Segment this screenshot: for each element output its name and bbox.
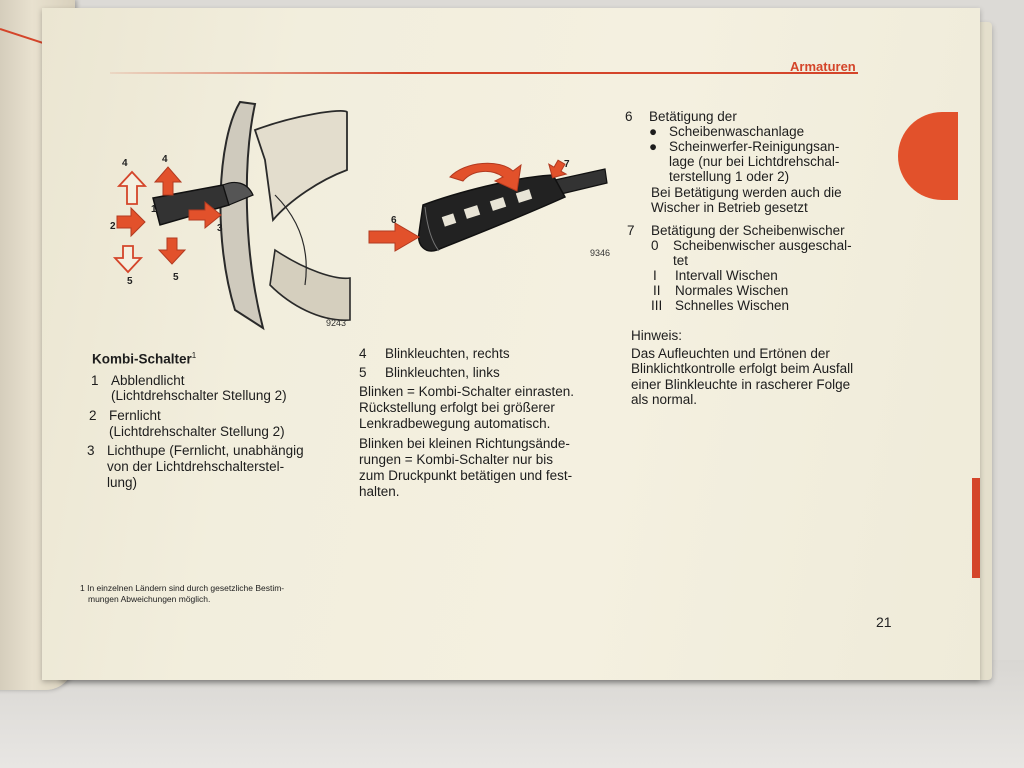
- col1-item-2-line1: Fernlicht: [109, 408, 161, 423]
- col2-para2-line3: zum Druckpunkt betätigen und fest-: [359, 468, 573, 483]
- col3-option-2-line1: Normales Wischen: [675, 283, 789, 298]
- col1-item-1-line1: Abblendlicht: [111, 373, 185, 388]
- col3-note-line2: Wischer in Betrieb gesetzt: [651, 200, 808, 215]
- hint-line3: einer Blinkleuchte in rascherer Folge: [631, 377, 851, 392]
- fig1-label-4b: 4: [162, 154, 168, 165]
- footnote-line2: mungen Abweichungen möglich.: [88, 594, 211, 604]
- col1-item-3-num: 3: [87, 443, 95, 458]
- figure-switch-lever: 6 7: [368, 159, 608, 252]
- fig2-label-6: 6: [391, 215, 397, 226]
- arrow-left-solid: [116, 206, 146, 238]
- col3-note-line1: Bei Betätigung werden auch die: [651, 185, 842, 200]
- col1-item-2-num: 2: [89, 408, 97, 423]
- col2-para2-line1: Blinken bei kleinen Richtungsände-: [359, 436, 570, 451]
- col3-item-6-title: Betätigung der: [649, 109, 737, 124]
- rotate-arrow: [449, 162, 522, 192]
- col3-option-1-code: I: [653, 268, 657, 283]
- hint-line4: als normal.: [631, 392, 698, 407]
- lever-body: [417, 174, 567, 252]
- hint-line1: Das Aufleuchten und Ertönen der: [631, 346, 830, 361]
- page-edge-marker: [972, 478, 980, 578]
- col1-item-1-num: 1: [91, 373, 99, 388]
- col1-item-3-line2: von der Lichtdrehschalterstel-: [107, 459, 285, 474]
- header-rule: [110, 72, 858, 74]
- bullet-icon: ●: [649, 124, 658, 139]
- col3-item-7-title: Betätigung der Scheibenwischer: [651, 223, 845, 238]
- col3-bullet-2-line2: lage (nur bei Lichtdrehschal-: [669, 154, 840, 169]
- col2-para1-line2: Rückstellung erfolgt bei größerer: [359, 400, 555, 415]
- fig1-label-4a: 4: [122, 158, 128, 169]
- col3-option-3-code: III: [651, 298, 663, 313]
- arrow-up-outline: [116, 170, 148, 205]
- col3-option-3-line1: Schnelles Wischen: [675, 298, 790, 313]
- col2-item-4-num: 4: [359, 346, 367, 361]
- col2-para1-line1: Blinken = Kombi-Schalter einrasten.: [359, 384, 574, 399]
- col2-item-4-text: Blinkleuchten, rechts: [385, 346, 510, 361]
- down-arrow-7: [548, 159, 568, 179]
- col3-bullet-2-line1: Scheinwerfer-Reinigungsan-: [669, 139, 840, 154]
- col2-item-5-text: Blinkleuchten, links: [385, 365, 500, 380]
- fig1-label-5a: 5: [127, 276, 133, 287]
- arrow-right-solid: [188, 200, 222, 230]
- hint-title: Hinweis:: [631, 328, 683, 343]
- arrow-up-solid: [153, 166, 183, 196]
- figure-number-2: 9346: [590, 248, 611, 258]
- col3-option-0-line2: tet: [673, 253, 689, 268]
- col3-bullet-1: Scheibenwaschanlage: [669, 124, 805, 139]
- col1-item-3-line1: Lichthupe (Fernlicht, unabhängig: [107, 443, 304, 458]
- hint-line2: Blinklichtkontrolle erfolgt beim Ausfall: [631, 361, 854, 376]
- col2-para2-line4: halten.: [359, 484, 400, 499]
- col2-item-5-num: 5: [359, 365, 367, 380]
- col3-option-0-line1: Scheibenwischer ausgeschal-: [673, 238, 852, 253]
- col3-bullet-2-line3: terstellung 1 oder 2): [669, 169, 790, 184]
- push-arrow: [368, 222, 420, 252]
- steering-wheel-spoke: [253, 109, 348, 223]
- col3-option-2-code: II: [653, 283, 661, 298]
- col3-item-7-num: 7: [627, 223, 635, 238]
- steering-wheel-hub: [269, 248, 351, 321]
- col3-option-0-code: 0: [651, 238, 659, 253]
- arrow-down-outline: [112, 245, 144, 274]
- col2-para1-line3: Lenkradbewegung automatisch.: [359, 416, 551, 431]
- fig1-label-5b: 5: [173, 272, 179, 283]
- bullet-icon: ●: [649, 139, 658, 154]
- steering-wheel-rim: [219, 100, 265, 331]
- col1-item-3-line3: lung): [107, 475, 138, 490]
- col1-item-1-line2: (Lichtdrehschalter Stellung 2): [111, 388, 287, 403]
- col3-option-1-line1: Intervall Wischen: [675, 268, 778, 283]
- section-title: Armaturen: [790, 59, 856, 74]
- fig1-label-1: 1: [151, 204, 157, 215]
- page-number: 21: [876, 614, 892, 630]
- fig1-label-3: 3: [217, 223, 223, 234]
- manual-page: [42, 8, 980, 680]
- col3-item-6-num: 6: [625, 109, 633, 124]
- col2-para2-line2: rungen = Kombi-Schalter nur bis: [359, 452, 553, 467]
- col1-item-2-line2: (Lichtdrehschalter Stellung 2): [109, 424, 285, 439]
- figure-number-1: 9243: [326, 318, 347, 328]
- arrow-down-solid: [157, 237, 187, 265]
- heading-kombi-schalter: Kombi-Schalter1: [92, 351, 197, 367]
- fig2-label-7: 7: [564, 159, 570, 170]
- fig1-label-2: 2: [110, 221, 116, 232]
- figure-steering-wheel: 4 4 1 2 3 5 5: [110, 100, 351, 331]
- footnote-line1: 1 In einzelnen Ländern sind durch gesetz…: [80, 583, 285, 593]
